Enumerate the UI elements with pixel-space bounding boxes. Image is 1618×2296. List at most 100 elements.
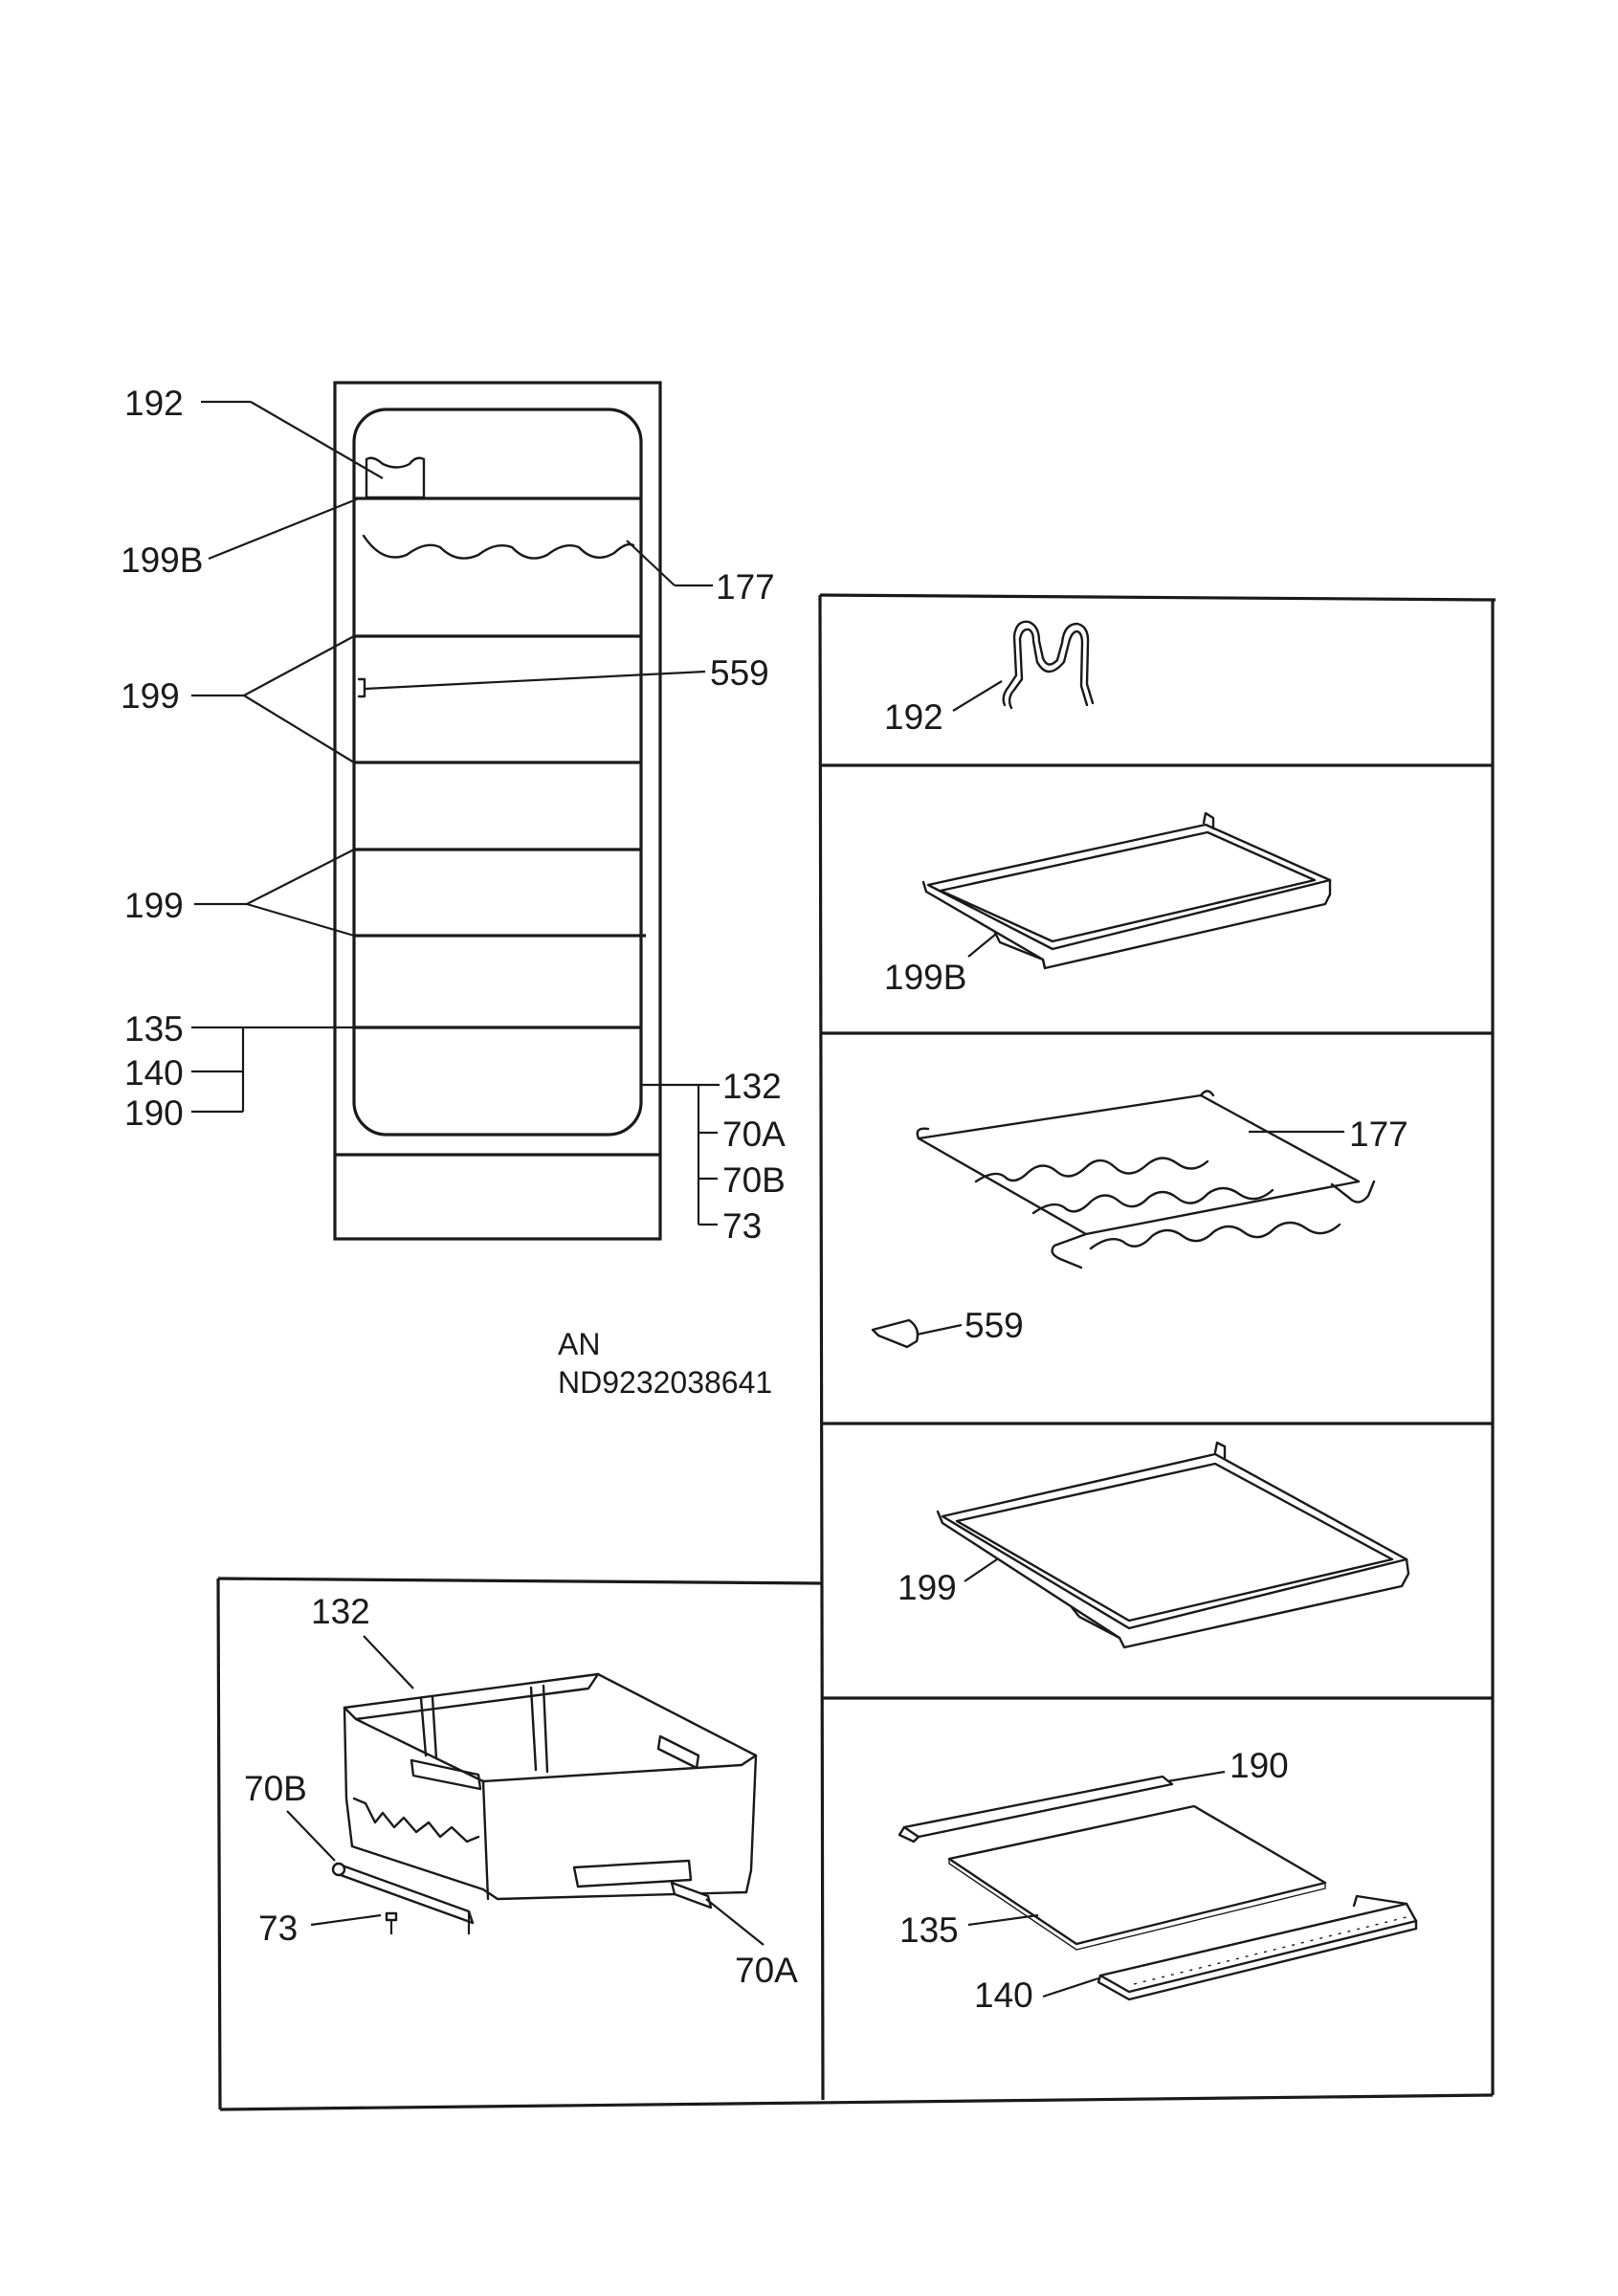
shelf-199-inner <box>955 1462 1394 1623</box>
label-70b: 70B <box>722 1160 786 1200</box>
leader-132-part <box>363 1635 414 1689</box>
rack-177-wave-3 <box>1089 1221 1341 1250</box>
label-132-part: 132 <box>311 1592 370 1631</box>
drawer-132-divider <box>419 1695 438 1760</box>
leader-199a-down <box>243 695 355 763</box>
leader-192b <box>250 401 384 479</box>
label-190: 190 <box>124 1093 184 1133</box>
drawer-panel-bottom <box>219 2093 1494 2111</box>
frame-140-edge <box>1097 1919 1418 2001</box>
drawer-132-corner <box>481 1779 490 1901</box>
label-140-part: 140 <box>974 1976 1033 2015</box>
label-70a: 70A <box>722 1115 786 1154</box>
leader-135-part <box>967 1913 1039 1927</box>
label-192-part: 192 <box>884 697 943 737</box>
leader-559 <box>364 670 706 691</box>
drawer-132-bottom-ribs <box>352 1797 480 1843</box>
part-199-shelf: 199 <box>898 1441 1410 1649</box>
label-199-upper: 199 <box>121 676 180 716</box>
rack-177-hooks <box>916 1090 1215 1140</box>
leader-177 <box>626 540 676 586</box>
rack-177-frame <box>917 1093 1361 1236</box>
leader-192-part <box>952 680 1003 712</box>
part-559-shape <box>357 677 366 698</box>
panel-left-border <box>818 594 825 2101</box>
leader-199a-up <box>243 635 355 696</box>
label-132: 132 <box>722 1067 782 1106</box>
leader-199-part <box>964 1558 998 1582</box>
rack-177-side-hook <box>1330 1180 1376 1203</box>
drawer-132-body <box>343 1672 758 1901</box>
label-199-part: 199 <box>898 1568 957 1607</box>
leader-70b-part <box>286 1810 336 1862</box>
part-199b-shelf: 199B <box>884 811 1332 997</box>
clip-192-wire-inner <box>1008 628 1089 710</box>
label-73-part: 73 <box>258 1909 298 1948</box>
shelf-199b-inner <box>939 830 1317 943</box>
code-line-1: AN <box>558 1327 600 1361</box>
screw-73-head <box>385 1911 398 1922</box>
label-135-part: 135 <box>899 1910 959 1950</box>
rack-177-front-hook <box>1051 1232 1088 1269</box>
leader-199b2-up <box>246 849 355 905</box>
part-132-drawer: 132 <box>311 1592 758 1901</box>
strip-190-shape <box>902 1775 1174 1839</box>
rack-177-wave-2 <box>1031 1186 1274 1215</box>
shelf-199-tab <box>1213 1441 1227 1460</box>
shelf-199-glass <box>941 1452 1408 1630</box>
clip-192-shape <box>365 456 426 499</box>
leader-73-part <box>310 1913 382 1927</box>
label-177: 177 <box>716 567 775 607</box>
panel-top-border <box>819 593 1496 602</box>
label-199b: 199B <box>121 541 203 580</box>
shelf-199b-edge <box>993 931 1047 970</box>
label-199b-part: 199B <box>884 958 966 997</box>
rail-70b-cap <box>331 1862 346 1877</box>
shelf-199b-glass <box>926 823 1332 951</box>
cabinet-inner-liner <box>352 408 643 1137</box>
label-70a-part: 70A <box>735 1951 798 1990</box>
frame-140-end <box>1352 1894 1408 1908</box>
label-177-part: 177 <box>1349 1115 1408 1154</box>
label-140: 140 <box>124 1053 184 1093</box>
part-rails: 70B 73 70A <box>244 1769 798 1990</box>
strip-190-end <box>898 1825 920 1843</box>
leader-199b <box>208 497 360 561</box>
leader-190-part <box>1166 1770 1226 1783</box>
product-code: AN ND9232038641 <box>558 1327 772 1400</box>
cabinet-labels: 192 199B 177 199 559 199 135 140 190 132… <box>121 384 786 1246</box>
label-192: 192 <box>124 384 184 423</box>
cabinet-outline <box>333 381 662 1241</box>
leader-559-part <box>916 1323 963 1336</box>
bottle-rack-waves <box>362 534 635 560</box>
drawer-panel-left <box>216 1578 222 2110</box>
label-199-lower: 199 <box>124 886 184 925</box>
rail-70a-shape <box>670 1881 713 1910</box>
shelf-199-edge <box>1070 1605 1121 1640</box>
clip-559-shape <box>871 1318 920 1349</box>
label-70b-part: 70B <box>244 1769 307 1808</box>
drawer-panel <box>216 1577 1494 2111</box>
glass-135-shape <box>947 1804 1327 1946</box>
drawer-panel-top <box>217 1577 822 1585</box>
shelf-199b-tab <box>1202 811 1215 830</box>
drawer-132-rim-front <box>354 1717 758 1783</box>
drawer-132-front-label <box>572 1859 693 1888</box>
part-crisper-cover: 190 135 140 <box>898 1746 1418 2015</box>
leader-199b-part <box>967 934 996 958</box>
drawer-132-rim-back <box>343 1672 600 1721</box>
drawer-132-handle <box>410 1758 482 1791</box>
label-135: 135 <box>124 1009 184 1049</box>
leader-140-part <box>1042 1976 1099 1998</box>
label-73: 73 <box>722 1206 762 1246</box>
drawer-132-rib <box>529 1684 549 1774</box>
parts-panel-right <box>818 593 1496 2101</box>
cabinet-overview <box>333 381 662 1241</box>
drawer-132-grip <box>656 1734 700 1770</box>
code-line-2: ND9232038641 <box>558 1365 772 1400</box>
part-192-clip: 192 <box>884 620 1095 737</box>
cabinet-leaders <box>191 400 720 1226</box>
part-559-clip: 559 <box>871 1306 1024 1349</box>
clip-192-wire <box>1002 620 1095 707</box>
